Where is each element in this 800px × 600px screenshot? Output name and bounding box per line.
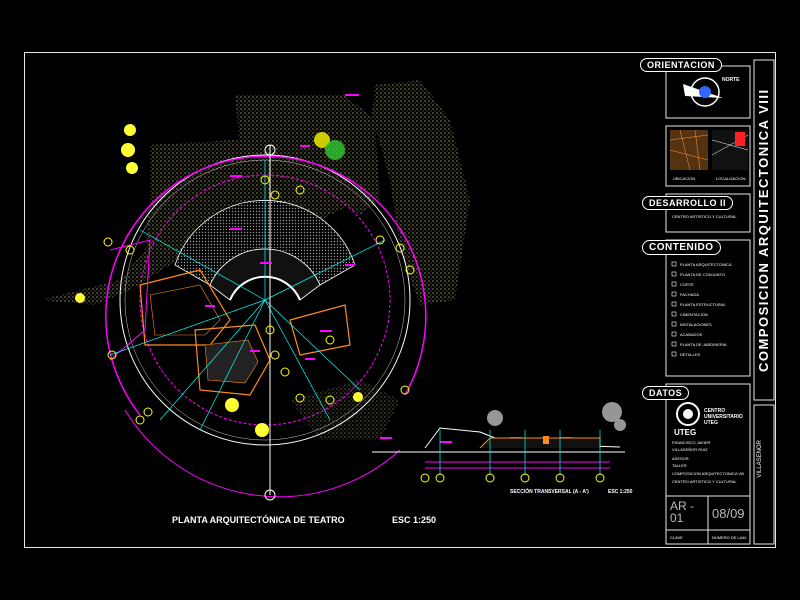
contents-item: FACHADA bbox=[680, 292, 699, 297]
contents-item: PLANTA DE CONJUNTO bbox=[680, 272, 725, 277]
building-wing-east bbox=[289, 304, 351, 356]
footer-number-label: NÚMERO DE LAM. bbox=[712, 535, 747, 540]
contents-item: PLANTA ARQUITECTONICA bbox=[680, 262, 732, 267]
development-tag: DESARROLLO II bbox=[642, 196, 734, 210]
contents-item: PLANTA DE JARDINERIA bbox=[680, 342, 727, 347]
trees bbox=[75, 124, 363, 437]
data-line: ASESOR bbox=[672, 456, 689, 461]
magenta-dimension-arc bbox=[105, 155, 427, 416]
orientation-tag: ORIENTACION bbox=[640, 58, 722, 72]
main-plan-caption: PLANTA ARQUITECTÓNICA DE TEATRO bbox=[172, 515, 345, 525]
main-plan-scale: ESC 1:250 bbox=[392, 515, 437, 525]
data-line: COMPOSICION ARQUITECTONICA VIII bbox=[672, 471, 745, 476]
contents-tag: CONTENIDO bbox=[642, 240, 721, 255]
terrain-hatch-bottom bbox=[290, 380, 400, 440]
contents-item: DETALLES bbox=[680, 352, 701, 357]
author-side-label: VILLASEÑOR bbox=[757, 440, 763, 478]
school-name: CENTRO UNIVERSITARIO UTEG bbox=[704, 408, 743, 426]
sheet-number: 08/09 bbox=[712, 506, 745, 521]
terrain-hatch-left bbox=[40, 140, 360, 305]
sheet-code: AR - 01 bbox=[670, 499, 694, 525]
section-scale: ESC 1:250 bbox=[608, 489, 633, 495]
location-map-left bbox=[670, 130, 708, 170]
building-wing-south bbox=[194, 324, 271, 396]
location-label-right: LOCALIZACION bbox=[716, 176, 746, 181]
footer-code-label: CLAVE bbox=[670, 535, 683, 540]
section-caption: SECCIÓN TRANSVERSAL (A - A') bbox=[510, 489, 589, 495]
contents-item: CORTE bbox=[680, 282, 694, 287]
north-arrow bbox=[683, 77, 723, 107]
logo-text: UTEG bbox=[674, 428, 697, 437]
data-line: VILLASEÑOR RUIZ bbox=[672, 447, 708, 452]
terrain-hatch-top bbox=[235, 95, 380, 215]
plan-outer-ring bbox=[119, 154, 411, 446]
cross-section-drawing bbox=[372, 402, 626, 483]
drawing-sheet-border bbox=[24, 52, 776, 548]
data-tag: DATOS bbox=[642, 386, 690, 400]
contents-item: PLANTA ESTRUCTURAL bbox=[680, 302, 726, 307]
contents-item: CIMENTACION bbox=[680, 312, 708, 317]
terrain-hatch-right bbox=[372, 80, 470, 305]
data-line: CENTRO ARTISTICO Y CULTURAL bbox=[672, 479, 737, 484]
building-wing-west bbox=[139, 269, 231, 346]
contents-item: ACABADOS bbox=[680, 332, 703, 337]
contents-item: INSTALACIONES bbox=[680, 322, 712, 327]
data-line: TALLER bbox=[672, 463, 687, 468]
school-logo bbox=[676, 402, 700, 426]
project-title-vertical: COMPOSICION ARQUITECTONICA VIII bbox=[756, 88, 771, 372]
development-subtitle: CENTRO ARTISTICO Y CULTURAL bbox=[672, 214, 737, 219]
north-label: NORTE bbox=[722, 77, 740, 83]
data-line: FRANCISCO JAVIER bbox=[672, 440, 711, 445]
location-label-left: UBICACION bbox=[673, 176, 696, 181]
